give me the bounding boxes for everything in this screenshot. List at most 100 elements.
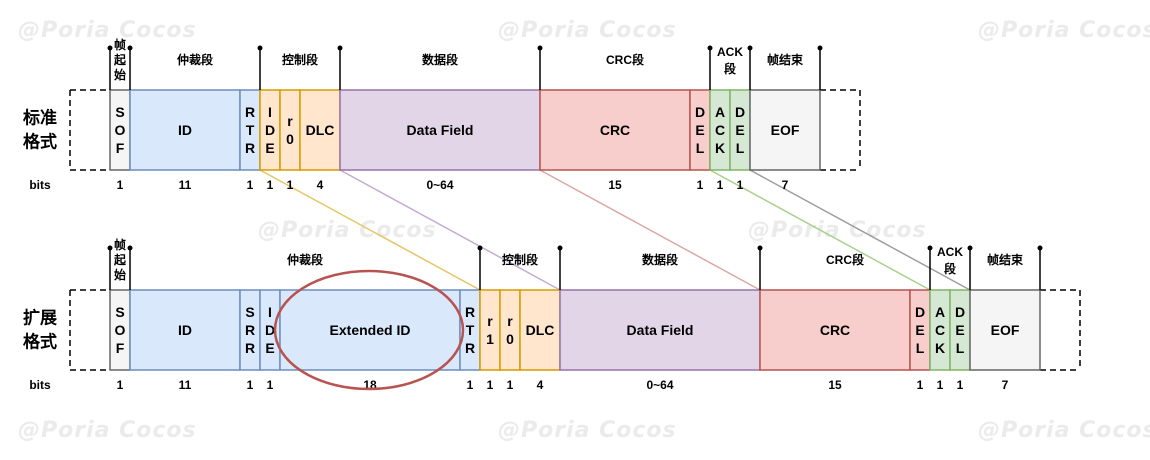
r1-bits-value: 1 bbox=[487, 378, 494, 392]
ack-del-field-label: E bbox=[735, 122, 744, 138]
rtr-field-label: R bbox=[245, 140, 255, 156]
eof-field-box bbox=[749, 89, 821, 171]
standard-frame bbox=[69, 45, 861, 171]
crc-del-field-label: E bbox=[915, 322, 924, 338]
eof-field-label: EOF bbox=[771, 122, 800, 138]
eof-field-box bbox=[969, 289, 1041, 371]
sof-field-label: F bbox=[116, 140, 125, 156]
segment-label: 起 bbox=[113, 252, 127, 267]
id-field-label: ID bbox=[178, 322, 192, 338]
crc-bits-value: 15 bbox=[828, 378, 842, 392]
dlc-field-label: DLC bbox=[526, 322, 555, 338]
segment-marker-dot bbox=[1037, 245, 1043, 251]
ack-field-label: K bbox=[715, 140, 725, 156]
eof-bits-value: 7 bbox=[782, 178, 789, 192]
eof-bits-value: 7 bbox=[1002, 378, 1009, 392]
watermark: @Poria Cocos bbox=[978, 418, 1150, 443]
bits-row-label: bits bbox=[29, 378, 51, 392]
watermark: @Poria Cocos bbox=[978, 18, 1150, 43]
segment-label: 始 bbox=[114, 67, 126, 82]
crc-bits-value: 15 bbox=[608, 178, 622, 192]
extended-id-highlight-ellipse bbox=[273, 269, 465, 391]
id-field-label: ID bbox=[178, 122, 192, 138]
segment-marker-dot bbox=[477, 245, 483, 251]
dlc-field-box bbox=[299, 89, 341, 171]
rtr-field-label: R bbox=[465, 340, 475, 356]
link-data bbox=[339, 169, 561, 291]
segment-marker-dot bbox=[967, 245, 973, 251]
ack-field-label: A bbox=[935, 304, 945, 320]
ide-field-label: D bbox=[265, 322, 275, 338]
sof-field-label: O bbox=[115, 322, 126, 338]
sof-field-label: S bbox=[115, 104, 124, 120]
sof-field-label: O bbox=[115, 122, 126, 138]
data-field-field-box bbox=[559, 289, 761, 371]
watermark: @Poria Cocos bbox=[498, 18, 677, 43]
r0-bits-value: 1 bbox=[287, 178, 294, 192]
segment-marker-dot bbox=[337, 45, 343, 51]
segment-marker-dot bbox=[127, 245, 133, 251]
watermark: @Poria Cocos bbox=[18, 18, 197, 43]
bits-row-label: bits bbox=[29, 178, 51, 192]
link-crc bbox=[539, 169, 761, 291]
link-eof bbox=[749, 169, 971, 291]
ide-bits-value: 1 bbox=[267, 378, 274, 392]
segment-label: 段 bbox=[944, 261, 957, 276]
segment-label: 仲裁段 bbox=[287, 252, 324, 267]
id-bits-value: 11 bbox=[179, 378, 192, 392]
ack-field-label: K bbox=[935, 340, 945, 356]
sof-field-label: S bbox=[115, 304, 124, 320]
r0-field-label: 0 bbox=[506, 331, 514, 347]
r0-field-box bbox=[279, 89, 301, 171]
ide-field-label: I bbox=[268, 104, 272, 120]
dlc-field-label: DLC bbox=[306, 122, 335, 138]
r1-field-label: 1 bbox=[486, 331, 494, 347]
ide-field-label: E bbox=[265, 140, 274, 156]
watermark: @Poria Cocos bbox=[498, 418, 677, 443]
rtr-bits-value: 1 bbox=[247, 178, 254, 192]
extended-id-field-label: Extended ID bbox=[330, 322, 411, 338]
ack-del-field-label: L bbox=[956, 340, 965, 356]
segment-marker-dot bbox=[107, 245, 113, 251]
segment-marker-dot bbox=[127, 45, 133, 51]
id-bits-value: 11 bbox=[179, 178, 192, 192]
segment-marker-dot bbox=[707, 45, 713, 51]
extended-frame bbox=[69, 245, 1081, 371]
crc-field-box bbox=[759, 289, 911, 371]
sof-field-label: F bbox=[116, 340, 125, 356]
r0-field-label: r bbox=[507, 313, 513, 329]
watermark: @Poria Cocos bbox=[18, 418, 197, 443]
segment-label: 段 bbox=[724, 61, 737, 76]
link-control bbox=[259, 169, 481, 291]
rtr-field-label: T bbox=[466, 322, 475, 338]
segment-label: 帧结束 bbox=[987, 252, 1024, 267]
segment-marker-dot bbox=[257, 45, 263, 51]
standard-format-label: 标准 bbox=[23, 108, 57, 128]
extended-id-field-box bbox=[279, 289, 461, 371]
crc-del-field-label: E bbox=[695, 122, 704, 138]
data-field-field-label: Data Field bbox=[407, 122, 474, 138]
segment-marker-dot bbox=[927, 245, 933, 251]
crc-del-bits-value: 1 bbox=[917, 378, 924, 392]
ack-del-field-label: D bbox=[955, 304, 965, 320]
segment-label: 控制段 bbox=[502, 252, 539, 267]
watermark: @Poria Cocos bbox=[258, 218, 437, 243]
ack-field-label: C bbox=[715, 122, 725, 138]
r0-field-label: r bbox=[287, 113, 293, 129]
crc-del-field-label: D bbox=[915, 304, 925, 320]
ack-del-bits-value: 1 bbox=[957, 378, 964, 392]
ide-field-label: E bbox=[265, 340, 274, 356]
segment-label: CRC段 bbox=[606, 52, 645, 67]
r0-bits-value: 1 bbox=[507, 378, 514, 392]
ack-bits-value: 1 bbox=[937, 378, 944, 392]
extended-format-label: 格式 bbox=[23, 332, 57, 352]
r0-field-box bbox=[499, 289, 521, 371]
crc-field-box bbox=[539, 89, 691, 171]
standard-format-label: 格式 bbox=[23, 132, 57, 152]
crc-del-field-label: L bbox=[916, 340, 925, 356]
crc-field-label: CRC bbox=[820, 322, 850, 338]
segment-label: 仲裁段 bbox=[177, 52, 214, 67]
segment-marker-dot bbox=[107, 45, 113, 51]
ack-del-field-label: E bbox=[955, 322, 964, 338]
data-field-bits-value: 0~64 bbox=[426, 178, 453, 192]
